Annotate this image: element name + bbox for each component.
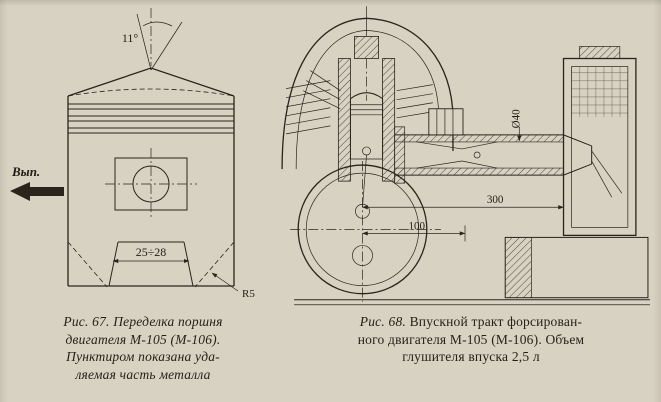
fig68-drawing: Ø40 300 100 [281, 6, 650, 306]
fig67-drawing: 11° 25 [10, 8, 255, 300]
figure-67-ref: Рис. 67. [63, 314, 110, 329]
removed-metal-dashed [67, 241, 235, 288]
dimension-100: 100 [362, 220, 466, 242]
caption-text: Впускной тракт форсирован- [409, 314, 583, 329]
intake-pipe [394, 126, 564, 184]
dim-100-label: 100 [408, 220, 425, 232]
diameter-label: Ø40 [510, 109, 522, 129]
cooling-fins [286, 70, 433, 135]
piston-pin-boss [105, 148, 197, 220]
angle-label: 11° [122, 31, 139, 45]
exhaust-label: Вып. [11, 164, 40, 179]
radius-label: R5 [242, 288, 255, 300]
exhaust-annotation: Вып. [10, 164, 64, 201]
dim-300-label: 300 [487, 194, 504, 206]
caption-line: глушителя впуска 2,5 л [402, 349, 540, 365]
carburetor-block [428, 108, 464, 136]
caption-line: ляемая часть металла [75, 366, 211, 382]
caption-line: Рис. 68. Впускной тракт форсирован- [288, 313, 654, 331]
crankcase [290, 161, 441, 302]
figure-68-ref: Рис. 68. [359, 314, 406, 329]
caption-line: ного двигателя М-105 (М-106). Объем [357, 331, 585, 347]
caption-line: Рис. 67. Переделка поршня [8, 313, 278, 331]
exhaust-arrow [10, 182, 64, 201]
figure-67-caption: Рис. 67. Переделка поршня двигателя М-10… [8, 313, 278, 383]
radius-annotation: R5 [211, 272, 255, 300]
diameter-annotation: Ø40 [510, 109, 522, 142]
angle-annotation: 11° [122, 13, 183, 71]
intake-horn [563, 134, 623, 198]
dimension-300: 300 [362, 194, 564, 210]
caption-line: Пунктиром показана уда- [66, 349, 220, 365]
base-block [504, 236, 649, 299]
piston-ring-grooves [68, 103, 234, 134]
ground-lines [294, 299, 650, 306]
skirt-cutout [108, 241, 194, 287]
width-dim-label: 25÷28 [136, 245, 167, 259]
caption-text: Переделка поршня [113, 314, 223, 329]
piston-in-cylinder [349, 92, 384, 208]
figure-68-caption: Рис. 68. Впускной тракт форсирован- ного… [288, 313, 654, 366]
caption-line: двигателя М-105 (М-106). [65, 331, 221, 347]
intake-silencer-box [562, 46, 637, 237]
cylinder [337, 6, 396, 182]
dimension-25-28: 25÷28 [112, 245, 190, 264]
